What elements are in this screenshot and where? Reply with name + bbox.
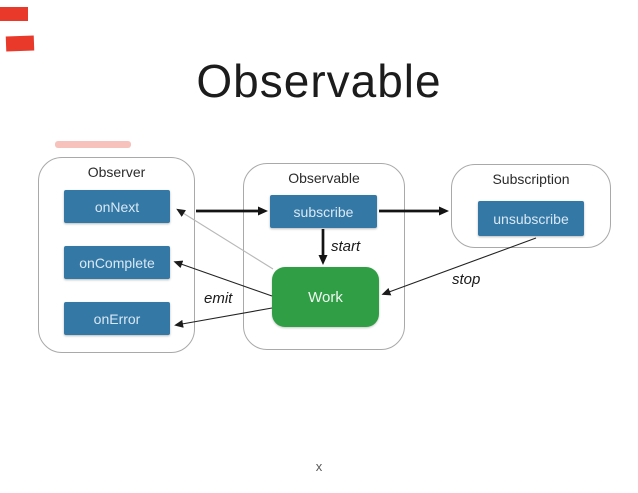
red-artifact-3 bbox=[55, 141, 131, 148]
stop-edge-label: stop bbox=[452, 271, 481, 288]
unsubscribe-node: unsubscribe bbox=[478, 201, 584, 236]
onnext-node-label: onNext bbox=[94, 198, 140, 215]
subscribe-node: subscribe bbox=[270, 195, 377, 228]
oncomplete-node: onComplete bbox=[64, 246, 170, 279]
footer-page-mark: x bbox=[315, 459, 323, 474]
red-artifact-2 bbox=[5, 35, 35, 52]
onnext-node: onNext bbox=[64, 190, 170, 223]
emit-edge-label: emit bbox=[204, 290, 233, 307]
work-node: Work bbox=[272, 267, 379, 327]
page-title: Observable bbox=[196, 55, 442, 107]
work-node-label: Work bbox=[308, 288, 343, 306]
observable-group-label: Observable bbox=[288, 170, 360, 186]
onerror-node: onError bbox=[64, 302, 170, 335]
onerror-node-label: onError bbox=[93, 310, 141, 327]
oncomplete-node-label: onComplete bbox=[79, 254, 155, 271]
start-edge-label: start bbox=[331, 238, 361, 255]
subscription-group-label: Subscription bbox=[492, 171, 570, 187]
subscribe-node-label: subscribe bbox=[293, 203, 354, 220]
observer-group-label: Observer bbox=[87, 164, 146, 180]
unsubscribe-node-label: unsubscribe bbox=[493, 210, 569, 227]
red-artifact-1 bbox=[0, 7, 28, 21]
